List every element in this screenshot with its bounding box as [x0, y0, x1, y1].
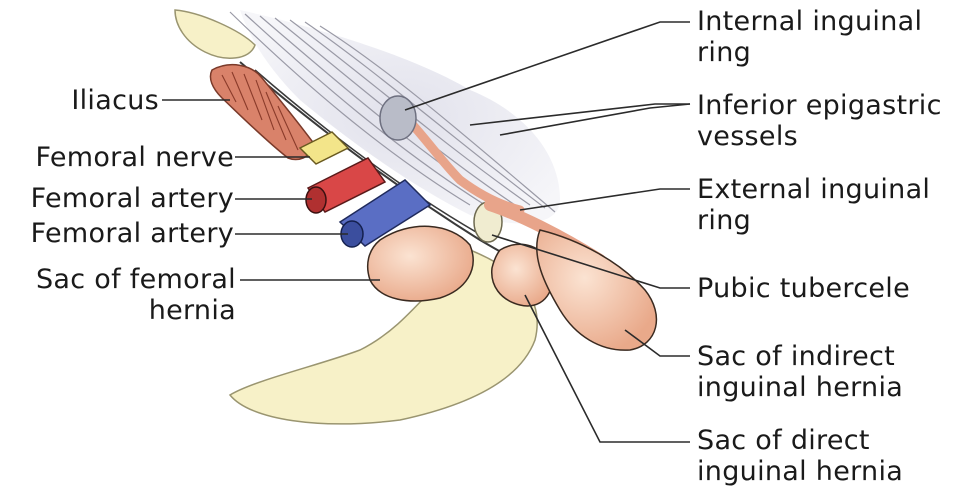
label-inferior-epigastric-line2: vessels	[697, 121, 942, 152]
label-sac-direct-line2: inguinal hernia	[697, 456, 903, 487]
label-sac-direct: Sac of direct inguinal hernia	[697, 425, 903, 487]
label-sac-femoral-line2: hernia	[36, 295, 236, 326]
label-femoral-artery-1: Femoral artery	[31, 183, 234, 214]
label-sac-indirect-line2: inguinal hernia	[697, 372, 903, 403]
label-internal-ring: Internal inguinal ring	[697, 6, 922, 68]
label-external-ring: External inguinal ring	[697, 174, 930, 236]
label-femoral-artery-2: Femoral artery	[31, 218, 234, 249]
label-inferior-epigastric-line1: Inferior epigastric	[697, 90, 942, 121]
internal-ring	[380, 96, 416, 140]
indirect-hernia-sac	[537, 230, 657, 350]
label-femoral-nerve: Femoral nerve	[35, 142, 234, 173]
label-sac-femoral: Sac of femoral hernia	[36, 264, 236, 326]
label-iliacus: Iliacus	[71, 85, 159, 116]
label-sac-direct-line1: Sac of direct	[697, 425, 903, 456]
label-sac-indirect: Sac of indirect inguinal hernia	[697, 341, 903, 403]
label-sac-femoral-line1: Sac of femoral	[36, 264, 236, 295]
femoral-hernia-sac	[368, 226, 473, 301]
label-external-ring-line1: External inguinal	[697, 174, 930, 205]
label-internal-ring-line2: ring	[697, 37, 922, 68]
label-inferior-epigastric: Inferior epigastric vessels	[697, 90, 942, 152]
leader-epigastric-2	[500, 104, 690, 135]
label-internal-ring-line1: Internal inguinal	[697, 6, 922, 37]
label-external-ring-line2: ring	[697, 205, 930, 236]
label-pubic-tubercle: Pubic tubercele	[697, 273, 910, 304]
label-sac-indirect-line1: Sac of indirect	[697, 341, 903, 372]
